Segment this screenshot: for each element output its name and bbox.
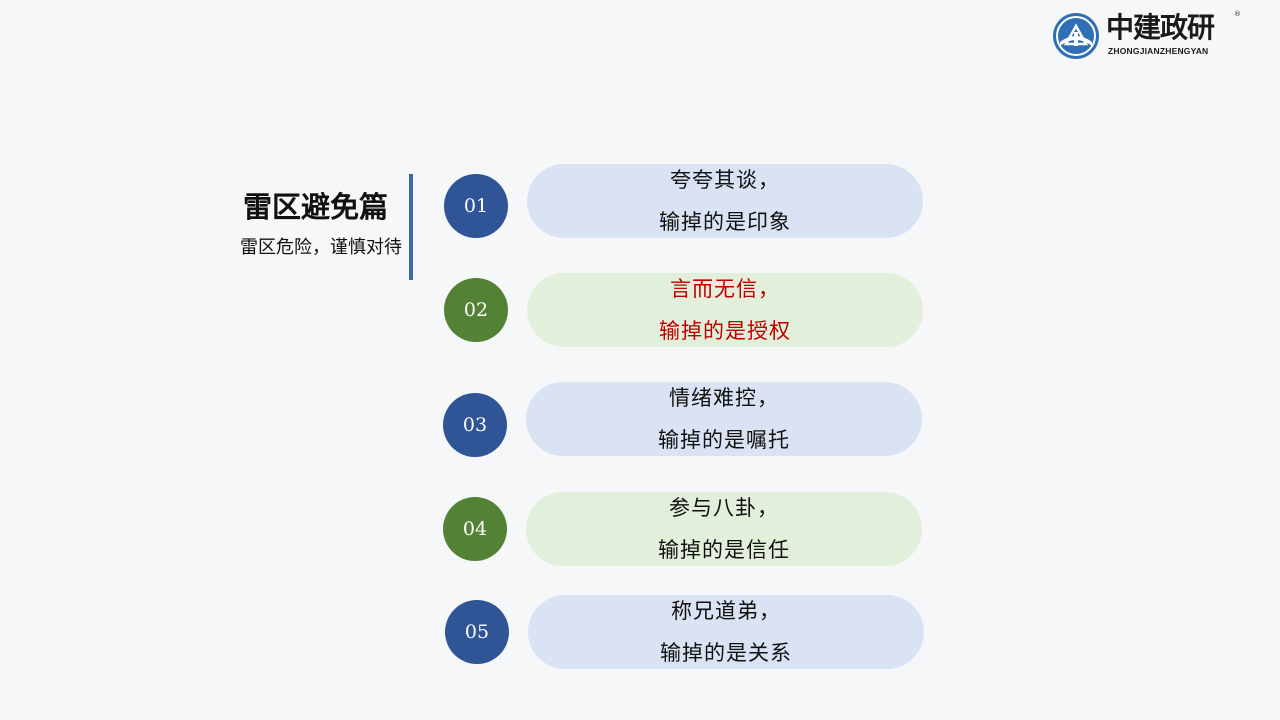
item-number-badge: 05 (445, 600, 509, 664)
item-text-pill: 情绪难控， 输掉的是嘱托 (526, 382, 922, 456)
item-line-1: 参与八卦， (669, 496, 779, 520)
item-line-1: 夸夸其谈， (670, 168, 780, 192)
section-title: 雷区避免篇 (242, 190, 388, 224)
vertical-divider (409, 174, 413, 280)
registered-mark: ® (1234, 10, 1241, 18)
item-line-1: 言而无信， (670, 277, 780, 301)
item-line-2: 输掉的是嘱托 (658, 428, 790, 452)
logo-title: 中建政研 (1106, 11, 1215, 44)
logo-subtitle: ZHONGJIANZHENGYAN (1108, 46, 1209, 56)
list-item: 04 参与八卦， 输掉的是信任 (0, 492, 1280, 568)
item-line-2: 输掉的是关系 (660, 641, 792, 665)
company-logo: 中建政研 ® ZHONGJIANZHENGYAN (1052, 10, 1242, 62)
section-subtitle: 雷区危险，谨慎对待 (240, 237, 402, 258)
item-line-2: 输掉的是授权 (659, 319, 791, 343)
item-number-badge: 03 (443, 393, 507, 457)
company-logo-icon (1053, 13, 1099, 59)
item-line-2: 输掉的是信任 (658, 538, 790, 562)
item-line-1: 情绪难控， (669, 386, 779, 410)
item-text-pill: 夸夸其谈， 输掉的是印象 (527, 164, 923, 238)
list-item: 03 情绪难控， 输掉的是嘱托 (0, 382, 1280, 458)
item-line-2: 输掉的是印象 (659, 210, 791, 234)
list-item: 05 称兄道弟， 输掉的是关系 (0, 595, 1280, 671)
item-line-1: 称兄道弟， (671, 599, 781, 623)
item-text-pill: 言而无信， 输掉的是授权 (527, 273, 923, 347)
item-number-badge: 01 (444, 174, 508, 238)
item-number-badge: 04 (443, 497, 507, 561)
item-text-pill: 参与八卦， 输掉的是信任 (526, 492, 922, 566)
list-item: 02 言而无信， 输掉的是授权 (0, 273, 1280, 349)
item-text-pill: 称兄道弟， 输掉的是关系 (528, 595, 924, 669)
list-item: 01 夸夸其谈， 输掉的是印象 (0, 164, 1280, 240)
item-number-badge: 02 (444, 278, 508, 342)
